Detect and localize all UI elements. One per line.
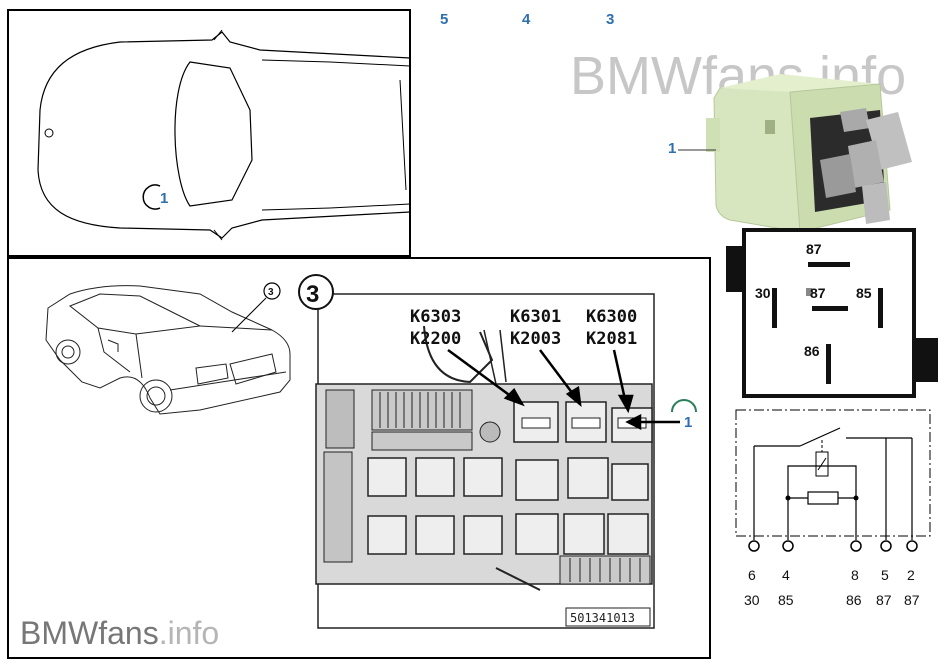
terminal-87-center: 87 — [810, 285, 826, 301]
relay-code-k6300: K6300 — [586, 307, 637, 327]
callout-car-view: 3 — [268, 287, 274, 298]
watermark-brand: BMWfans — [20, 615, 159, 651]
part-number: 501341013 — [570, 611, 635, 625]
column-number-3: 3 — [606, 11, 614, 28]
relay-photo: 1 — [668, 74, 912, 233]
relay-pin-layout: 87 30 87 85 86 — [726, 228, 938, 398]
callout-arc — [142, 184, 161, 210]
callout-fuse-box: 1 — [684, 414, 692, 431]
pin-number: 5 — [881, 567, 889, 583]
fuse-box-panel: 3 3 — [7, 257, 711, 659]
terminal-number: 87 — [876, 592, 892, 608]
callout-relay: 1 — [668, 140, 676, 157]
watermark-suffix: .info — [159, 615, 219, 651]
terminal-number: 85 — [778, 592, 794, 608]
watermark-bottom: BMWfans.info — [20, 615, 219, 651]
fuse-box — [315, 325, 653, 591]
relay-code-k2003: K2003 — [510, 329, 561, 349]
column-number-5: 5 — [440, 11, 448, 28]
pin-number: 4 — [782, 567, 790, 583]
terminal-87-top: 87 — [806, 241, 822, 257]
column-number-4: 4 — [522, 11, 531, 28]
terminal-number: 87 — [904, 592, 920, 608]
car-top-view-panel: 1 — [7, 9, 411, 257]
terminal-86: 86 — [804, 343, 820, 359]
relay-schematic: 6 4 8 5 2 30 85 86 87 87 — [735, 409, 931, 608]
car-perspective-sketch — [45, 285, 291, 415]
terminal-number: 30 — [744, 592, 760, 608]
terminal-30: 30 — [755, 285, 771, 301]
relay-code-k2081: K2081 — [586, 329, 637, 349]
pin-number: 2 — [907, 567, 915, 583]
pin-number: 8 — [851, 567, 859, 583]
terminal-number: 86 — [846, 592, 862, 608]
relay-code-k6301: K6301 — [510, 307, 561, 327]
detail-badge: 3 — [306, 281, 319, 308]
relay-code-k6303: K6303 — [410, 307, 461, 327]
terminal-85: 85 — [856, 285, 872, 301]
callout-car-top: 1 — [160, 190, 168, 207]
pin-number: 6 — [748, 567, 756, 583]
relay-code-k2200: K2200 — [410, 329, 461, 349]
